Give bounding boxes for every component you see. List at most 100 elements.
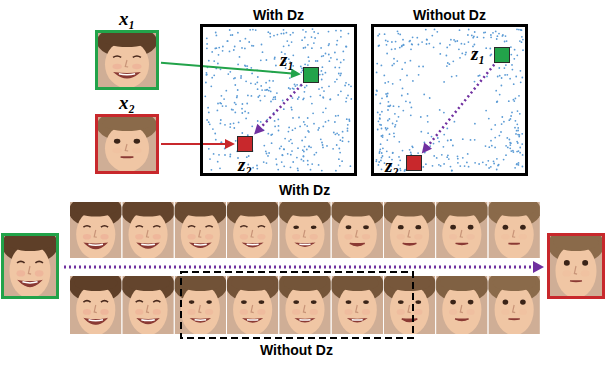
latent-point xyxy=(302,99,304,101)
latent-point xyxy=(255,29,257,31)
latent-point xyxy=(217,63,219,65)
latent-point xyxy=(398,116,400,118)
latent-point xyxy=(264,95,266,97)
latent-point xyxy=(387,120,389,122)
face-picture xyxy=(98,33,156,87)
latent-point xyxy=(277,34,279,36)
latent-point xyxy=(256,165,258,167)
latent-point xyxy=(448,158,450,160)
latent-point xyxy=(237,89,239,91)
latent-point xyxy=(493,163,495,165)
dashed-bracket xyxy=(181,272,413,338)
mouth xyxy=(403,243,417,245)
latent-point xyxy=(345,82,347,84)
latent-point xyxy=(395,41,397,43)
latent-point xyxy=(222,105,224,107)
latent-point xyxy=(425,29,427,31)
latent-point xyxy=(376,90,378,92)
latent-point xyxy=(443,163,445,165)
latent-point xyxy=(232,34,234,36)
latent-point xyxy=(348,119,350,121)
latent-point xyxy=(474,31,476,33)
latent-point xyxy=(287,153,289,155)
eye xyxy=(346,225,352,229)
latent-point xyxy=(296,157,298,159)
teeth xyxy=(119,73,135,75)
face-skin xyxy=(555,244,596,299)
latent-point xyxy=(388,101,390,103)
face-image xyxy=(121,268,175,335)
latent-point xyxy=(412,36,414,38)
latent-point xyxy=(291,109,293,111)
face-border xyxy=(3,235,58,298)
nose xyxy=(408,230,411,237)
latent-point xyxy=(386,53,388,55)
latent-point xyxy=(297,147,299,149)
latent-point xyxy=(501,123,503,125)
fringe xyxy=(553,234,598,251)
latent-point xyxy=(246,103,248,105)
latent-point xyxy=(411,44,413,46)
latent-point xyxy=(446,127,448,129)
latent-point xyxy=(303,160,305,162)
latent-point xyxy=(431,35,433,37)
latent-point xyxy=(395,124,397,126)
latent-point xyxy=(381,97,383,99)
latent-point xyxy=(311,103,313,105)
latent-point xyxy=(376,63,378,65)
latent-point xyxy=(447,62,449,64)
latent-point xyxy=(304,37,306,39)
latent-point xyxy=(238,122,240,124)
latent-point xyxy=(451,76,453,78)
latent-point xyxy=(396,120,398,122)
latent-point xyxy=(521,77,523,79)
latent-point xyxy=(378,45,380,47)
latent-point xyxy=(255,83,257,85)
latent-point xyxy=(433,143,435,145)
latent-point xyxy=(252,29,254,31)
latent-point xyxy=(289,77,291,79)
latent-point xyxy=(219,167,221,169)
latent-point xyxy=(436,157,438,159)
latent-point xyxy=(503,159,505,161)
eye xyxy=(241,300,247,304)
latent-point xyxy=(263,161,265,163)
latent-point xyxy=(420,131,422,133)
latent-point xyxy=(443,134,445,136)
latent-point xyxy=(321,170,323,172)
latent-point xyxy=(336,59,338,61)
latent-point xyxy=(478,163,480,165)
latent-point xyxy=(426,39,428,41)
nose xyxy=(513,230,516,237)
latent-point xyxy=(275,158,277,160)
latent-point xyxy=(339,67,341,69)
connector-arrow xyxy=(422,65,494,154)
latent-point xyxy=(440,165,442,167)
latent-point xyxy=(303,156,305,158)
latent-point xyxy=(347,128,349,130)
latent-point xyxy=(271,142,273,144)
teeth xyxy=(195,319,207,321)
connector-line xyxy=(161,63,292,74)
latent-point xyxy=(321,79,323,81)
eye xyxy=(415,225,421,229)
eye xyxy=(206,300,212,304)
latent-point xyxy=(303,47,305,49)
latent-point xyxy=(322,55,324,57)
latent-point xyxy=(447,154,449,156)
latent-point xyxy=(297,98,299,100)
latent-point xyxy=(336,144,338,146)
mouth xyxy=(138,243,157,247)
latent-point xyxy=(234,102,236,104)
latent-point xyxy=(500,131,502,133)
mouth xyxy=(570,280,582,282)
eye xyxy=(259,300,265,304)
nose xyxy=(513,305,516,313)
cheek xyxy=(414,234,422,240)
latent-point xyxy=(382,147,384,149)
latent-point xyxy=(428,43,430,45)
latent-point xyxy=(458,48,460,50)
latent-point xyxy=(241,108,243,110)
latent-point xyxy=(346,97,348,99)
latent-point xyxy=(510,54,512,56)
